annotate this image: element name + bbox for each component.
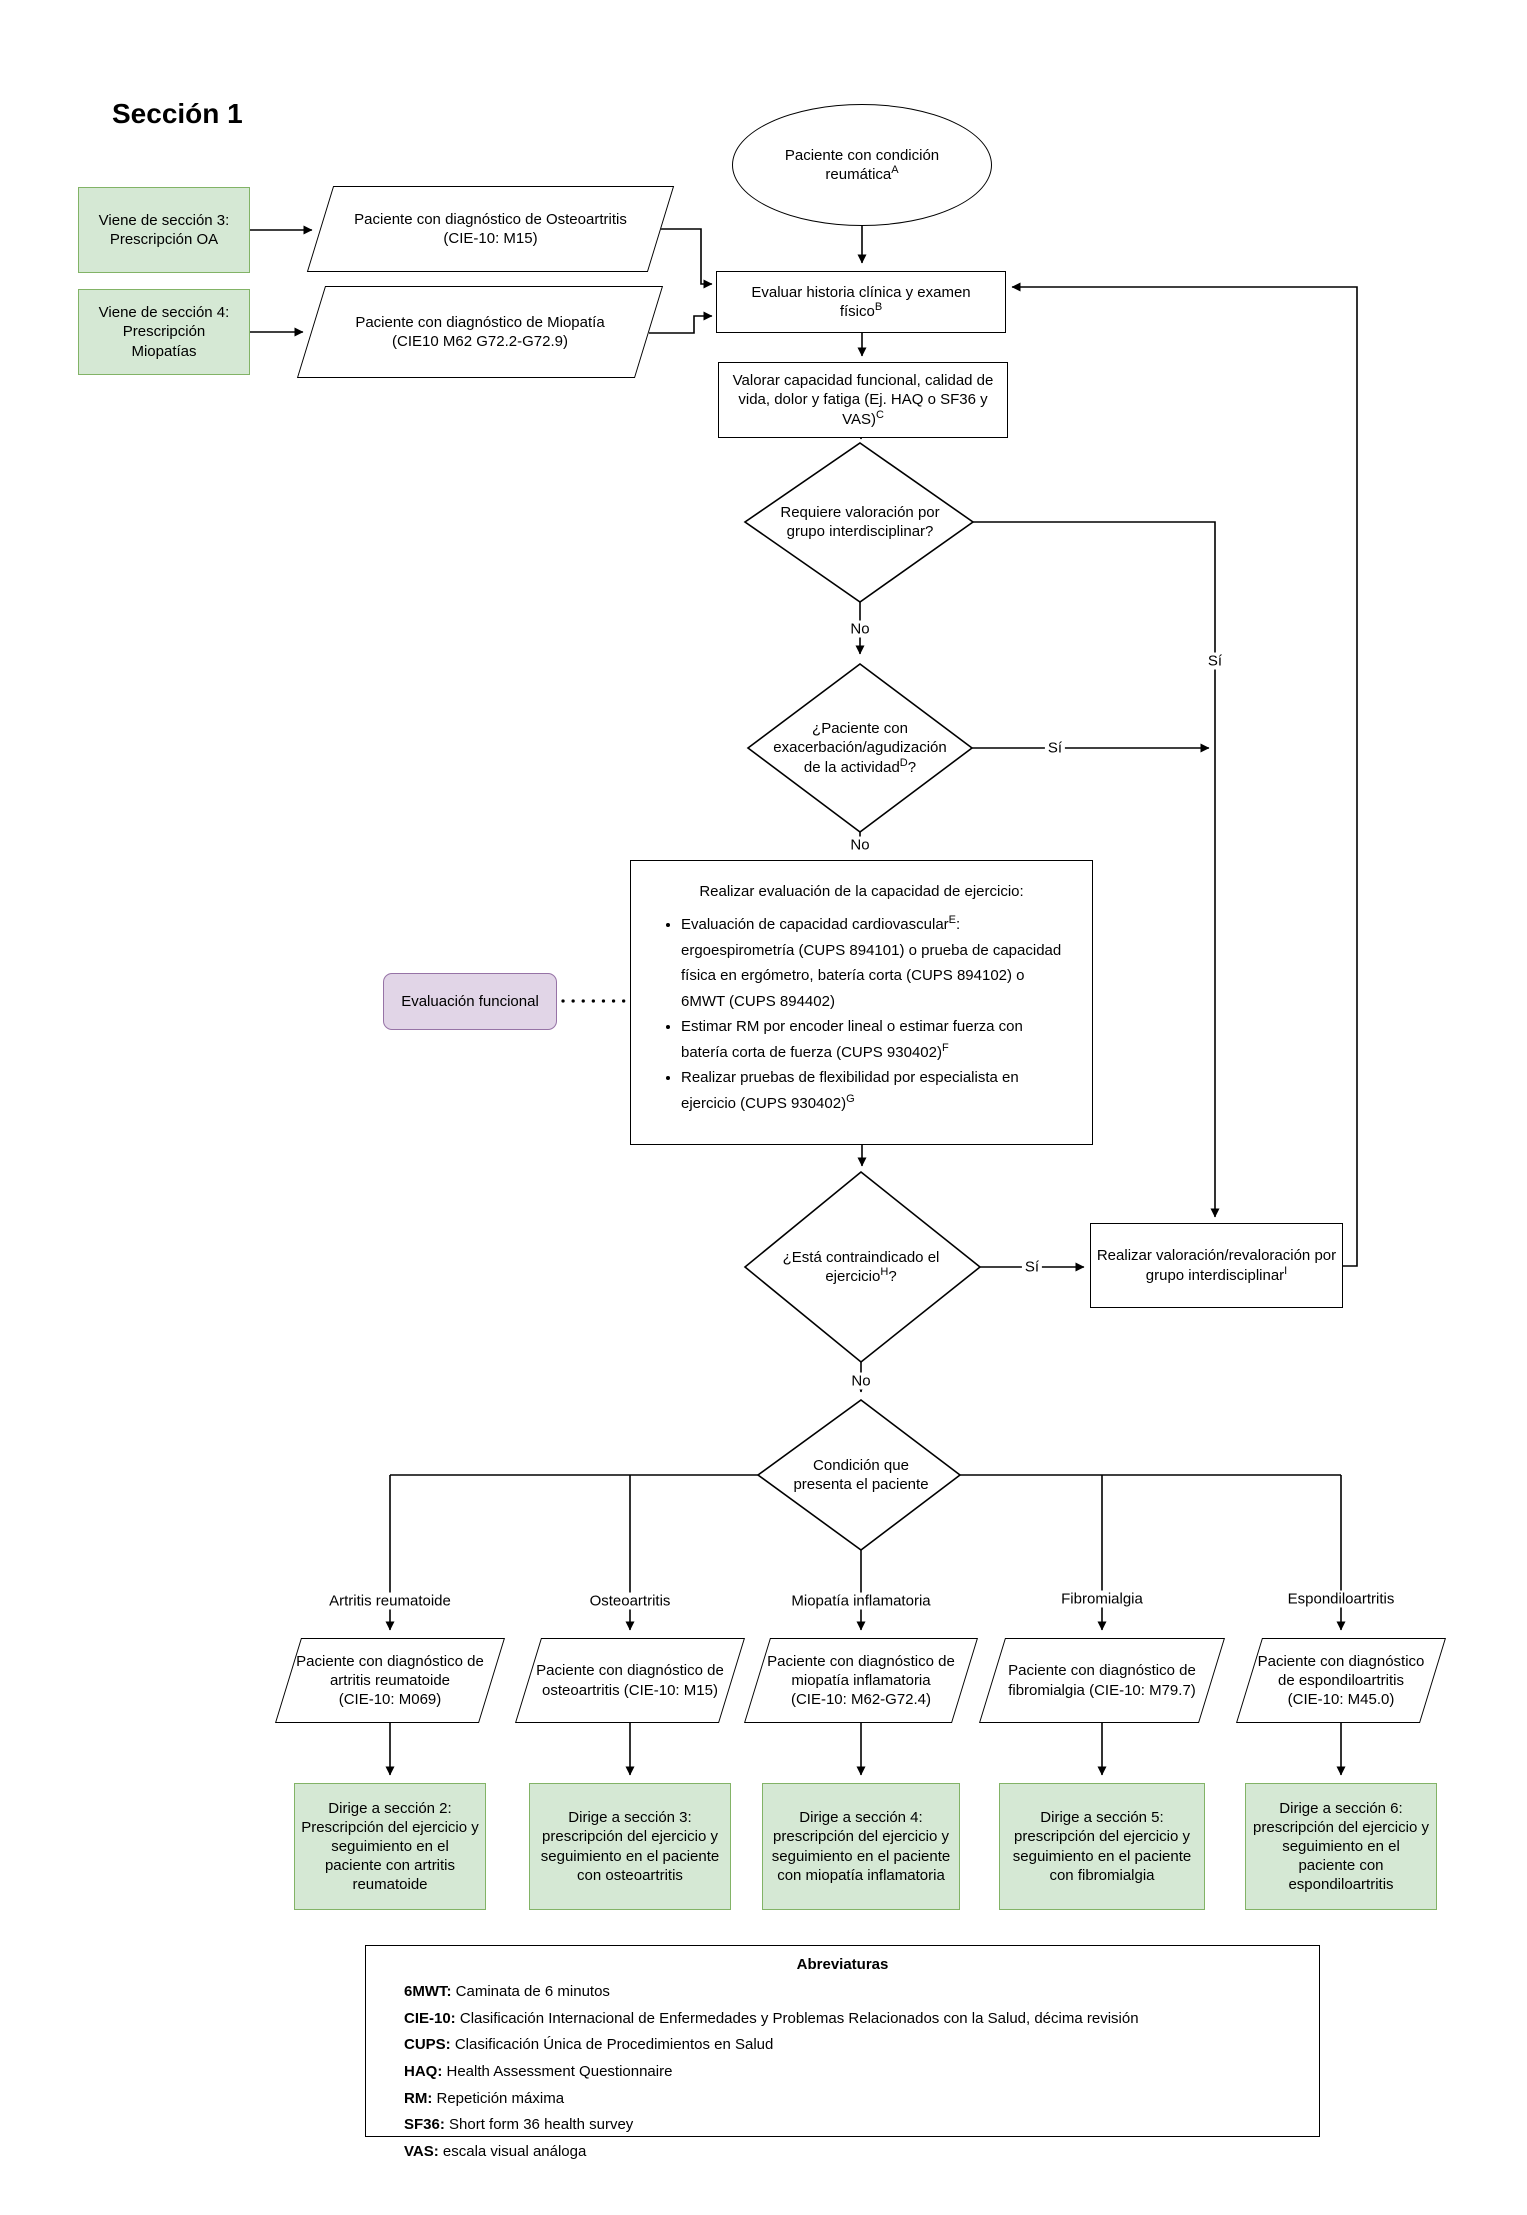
branch-label-miopatia: Miopatía inflamatoria bbox=[788, 1592, 934, 1610]
start-oval: Paciente con condición reumáticaA bbox=[732, 104, 992, 226]
assess-capacity-text: Valorar capacidad funcional, calidad de … bbox=[732, 372, 994, 428]
action-box-section6-text: Dirige a sección 6: prescripción del eje… bbox=[1253, 1799, 1429, 1894]
label-no-3: No bbox=[848, 1372, 874, 1390]
abbreviations-box: Abreviaturas 6MWT: Caminata de 6 minutos… bbox=[365, 1945, 1320, 2160]
action-box-section4: Dirige a sección 4: prescripción del eje… bbox=[762, 1783, 960, 1910]
functional-evaluation-tag: Evaluación funcional bbox=[383, 973, 557, 1030]
arrow-d1-yes bbox=[973, 521, 1220, 1218]
diagnosis-par-osteoartritis: Paciente con diagnóstico de osteoartriti… bbox=[515, 1638, 745, 1723]
exercise-evaluation-item: Estimar RM por encoder lineal o estimar … bbox=[681, 1014, 1064, 1065]
abbreviation-item: VAS: escala visual análoga bbox=[404, 2143, 587, 2161]
note-from-section4-text: Viene de sección 4: Prescripción Miopatí… bbox=[98, 304, 230, 360]
input-osteoartritis: Paciente con diagnóstico de Osteoartriti… bbox=[306, 186, 675, 272]
input-miopatia: Paciente con diagnóstico de Miopatía (CI… bbox=[296, 286, 664, 378]
arrow-revaloration-return bbox=[1011, 282, 1358, 1267]
action-box-section2-text: Dirige a sección 2: Prescripción del eje… bbox=[301, 1799, 479, 1894]
evaluate-history-text: Evaluar historia clínica y examen físico… bbox=[751, 283, 971, 320]
label-yes-3: Sí bbox=[1021, 1258, 1043, 1276]
action-box-section5: Dirige a sección 5: prescripción del eje… bbox=[999, 1783, 1205, 1910]
branch-label-espondiloartritis: Espondiloartritis bbox=[1284, 1590, 1398, 1608]
diagnosis-par-osteoartritis-text: Paciente con diagnóstico de osteoartriti… bbox=[536, 1662, 724, 1699]
action-box-section3: Dirige a sección 3: prescripción del eje… bbox=[529, 1783, 731, 1910]
exercise-evaluation-item: Evaluación de capacidad cardiovascularE:… bbox=[681, 912, 1064, 1014]
label-yes-1: Sí bbox=[1204, 652, 1226, 670]
diamond-interdisciplinary bbox=[743, 442, 975, 603]
evaluate-history-box: Evaluar historia clínica y examen físico… bbox=[716, 271, 1006, 333]
diamond-interdisciplinary-text: Requiere valoración por grupo interdisci… bbox=[780, 503, 940, 540]
diamond-condition-text: Condición que presenta el paciente bbox=[793, 1456, 929, 1493]
assess-capacity-box: Valorar capacidad funcional, calidad de … bbox=[718, 362, 1008, 438]
abbreviation-item: HAQ: Health Assessment Questionnaire bbox=[404, 2063, 673, 2081]
label-no-2: No bbox=[847, 836, 873, 854]
abbreviation-item: CIE-10: Clasificación Internacional de E… bbox=[404, 2009, 1139, 2027]
action-box-section5-text: Dirige a sección 5: prescripción del eje… bbox=[1012, 1809, 1192, 1884]
exercise-evaluation-box: Realizar evaluación de la capacidad de e… bbox=[630, 860, 1093, 1145]
label-no-1: No bbox=[847, 620, 873, 638]
action-box-section4-text: Dirige a sección 4: prescripción del eje… bbox=[771, 1809, 951, 1884]
note-from-section3: Viene de sección 3: Prescripción OA bbox=[78, 187, 250, 273]
diagnosis-par-espondiloartritis-text: Paciente con diagnóstico de espondiloart… bbox=[1257, 1652, 1425, 1709]
diagnosis-par-fibromialgia: Paciente con diagnóstico de fibromialgia… bbox=[979, 1638, 1225, 1723]
diagnosis-par-artritis: Paciente con diagnóstico de artritis reu… bbox=[275, 1638, 505, 1723]
note-from-section3-text: Viene de sección 3: Prescripción OA bbox=[98, 211, 230, 248]
branch-label-osteoartritis: Osteoartritis bbox=[586, 1592, 674, 1610]
branch-label-artritis: Artritis reumatoide bbox=[326, 1592, 454, 1610]
exercise-evaluation-item: Realizar pruebas de flexibilidad por esp… bbox=[681, 1065, 1064, 1116]
diamond-contraindicated bbox=[743, 1170, 982, 1364]
abbreviation-item: CUPS: Clasificación Única de Procedimien… bbox=[404, 2036, 774, 2054]
label-yes-2: Sí bbox=[1044, 739, 1066, 757]
exercise-evaluation-list: Evaluación de capacidad cardiovascularE:… bbox=[631, 912, 1092, 1116]
connector-lines bbox=[250, 225, 1358, 1776]
diagnosis-par-miopatia-text: Paciente con diagnóstico de miopatía inf… bbox=[767, 1652, 955, 1709]
action-box-section2: Dirige a sección 2: Prescripción del eje… bbox=[294, 1783, 486, 1910]
diamond-condition bbox=[756, 1399, 962, 1551]
diagnosis-par-fibromialgia-text: Paciente con diagnóstico de fibromialgia… bbox=[1008, 1662, 1196, 1699]
abbreviations-list: 6MWT: Caminata de 6 minutos CIE-10: Clas… bbox=[366, 1973, 1319, 2166]
functional-evaluation-text: Evaluación funcional bbox=[401, 992, 539, 1010]
abbreviations-title: Abreviaturas bbox=[796, 1956, 889, 1973]
abbreviation-item: RM: Repetición máxima bbox=[404, 2089, 565, 2107]
arrow-myo-evaluate bbox=[649, 311, 713, 334]
revaloration-box: Realizar valoración/revaloración por gru… bbox=[1090, 1223, 1343, 1308]
diamond-exacerbation-text: ¿Paciente con exacerbación/agudización d… bbox=[773, 720, 947, 776]
diagnosis-par-miopatia: Paciente con diagnóstico de miopatía inf… bbox=[744, 1638, 978, 1723]
input-osteoartritis-text: Paciente con diagnóstico de Osteoartriti… bbox=[354, 210, 627, 247]
abbreviation-item: SF36: Short form 36 health survey bbox=[404, 2116, 634, 2134]
note-from-section4: Viene de sección 4: Prescripción Miopatí… bbox=[78, 289, 250, 375]
arrow-oa-evaluate bbox=[661, 228, 713, 289]
abbreviation-item: 6MWT: Caminata de 6 minutos bbox=[404, 1983, 610, 2000]
start-oval-text: Paciente con condición reumáticaA bbox=[784, 146, 940, 183]
action-box-section6: Dirige a sección 6: prescripción del eje… bbox=[1245, 1783, 1437, 1910]
diamond-exacerbation bbox=[746, 663, 974, 833]
revaloration-text: Realizar valoración/revaloración por gru… bbox=[1096, 1247, 1337, 1284]
diagnosis-par-artritis-text: Paciente con diagnóstico de artritis reu… bbox=[296, 1652, 484, 1709]
input-miopatia-text: Paciente con diagnóstico de Miopatía (CI… bbox=[355, 313, 605, 350]
diagnosis-par-espondiloartritis: Paciente con diagnóstico de espondiloart… bbox=[1236, 1638, 1446, 1723]
action-box-section3-text: Dirige a sección 3: prescripción del eje… bbox=[540, 1809, 720, 1884]
diamond-contraindicated-text: ¿Está contraindicado el ejercicioH? bbox=[782, 1248, 940, 1285]
exercise-evaluation-title: Realizar evaluación de la capacidad de e… bbox=[699, 883, 1024, 900]
branch-label-fibromialgia: Fibromialgia bbox=[1058, 1590, 1146, 1608]
page-title: Sección 1 bbox=[112, 98, 243, 129]
